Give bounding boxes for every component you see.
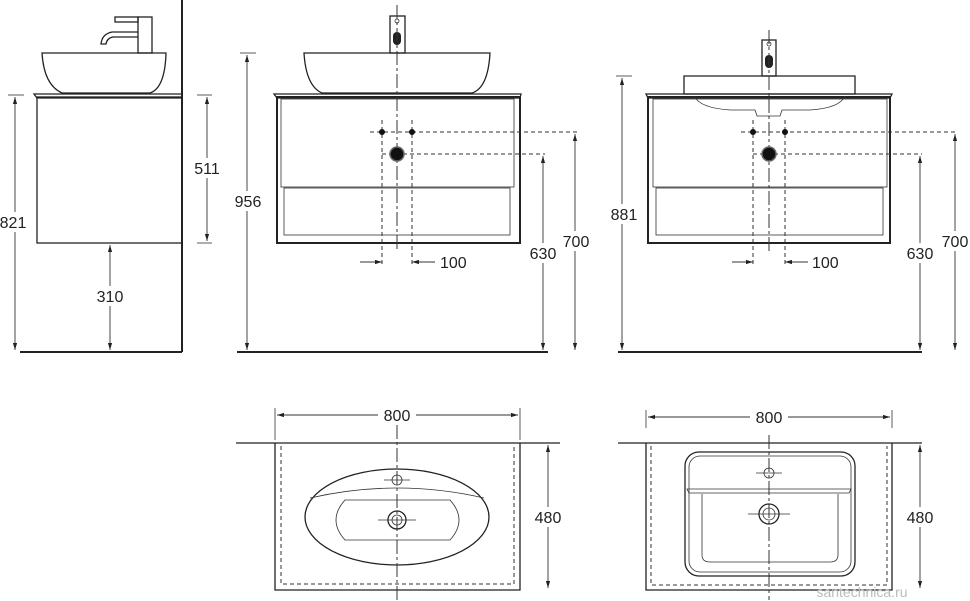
- vessel-basin: [303, 52, 491, 94]
- countertop: [32, 93, 183, 99]
- dimension-label-630: 630: [907, 246, 934, 263]
- watermark: santechnica.ru: [816, 584, 907, 600]
- dimension-label-100: 100: [812, 255, 839, 272]
- cabinet: [276, 96, 521, 244]
- dimension-label-100: 100: [440, 255, 467, 272]
- front-view-inset: 881 630 700 100: [606, 30, 970, 353]
- dimension-label-700: 700: [563, 234, 590, 251]
- top-view-vessel: 800 480: [236, 405, 564, 600]
- supply-hole: [782, 129, 788, 135]
- supply-hole: [409, 129, 415, 135]
- vessel-basin: [41, 52, 167, 94]
- drawer-front: [652, 98, 888, 188]
- front-view-vessel: 956 630 700 100: [232, 5, 591, 353]
- supply-hole: [379, 129, 385, 135]
- dimension-label-310: 310: [97, 289, 124, 306]
- dimension-label-630: 630: [530, 246, 557, 263]
- basin-bowl: [335, 499, 460, 541]
- dimension-label-700: 700: [942, 234, 969, 251]
- dimension-label-800: 800: [756, 410, 783, 427]
- dimension-label-480: 480: [907, 510, 934, 527]
- cabinet: [36, 96, 183, 244]
- dimension-label-881: 881: [611, 207, 638, 224]
- drain-hole: [389, 146, 405, 162]
- supply-hole: [750, 129, 756, 135]
- drain-hole: [761, 146, 777, 162]
- dimension-label-511: 511: [194, 161, 220, 178]
- dimension-label-956: 956: [235, 194, 262, 211]
- top-view-inset: 800 480: [618, 407, 936, 600]
- dimension-label-480: 480: [535, 510, 562, 527]
- dimension-label-821: 821: [0, 215, 26, 232]
- side-view: 821 511 310: [0, 0, 222, 353]
- faucet: [100, 16, 153, 54]
- dimension-label-800: 800: [384, 408, 411, 425]
- rectangular-basin: [684, 451, 856, 577]
- inset-basin: [683, 75, 856, 95]
